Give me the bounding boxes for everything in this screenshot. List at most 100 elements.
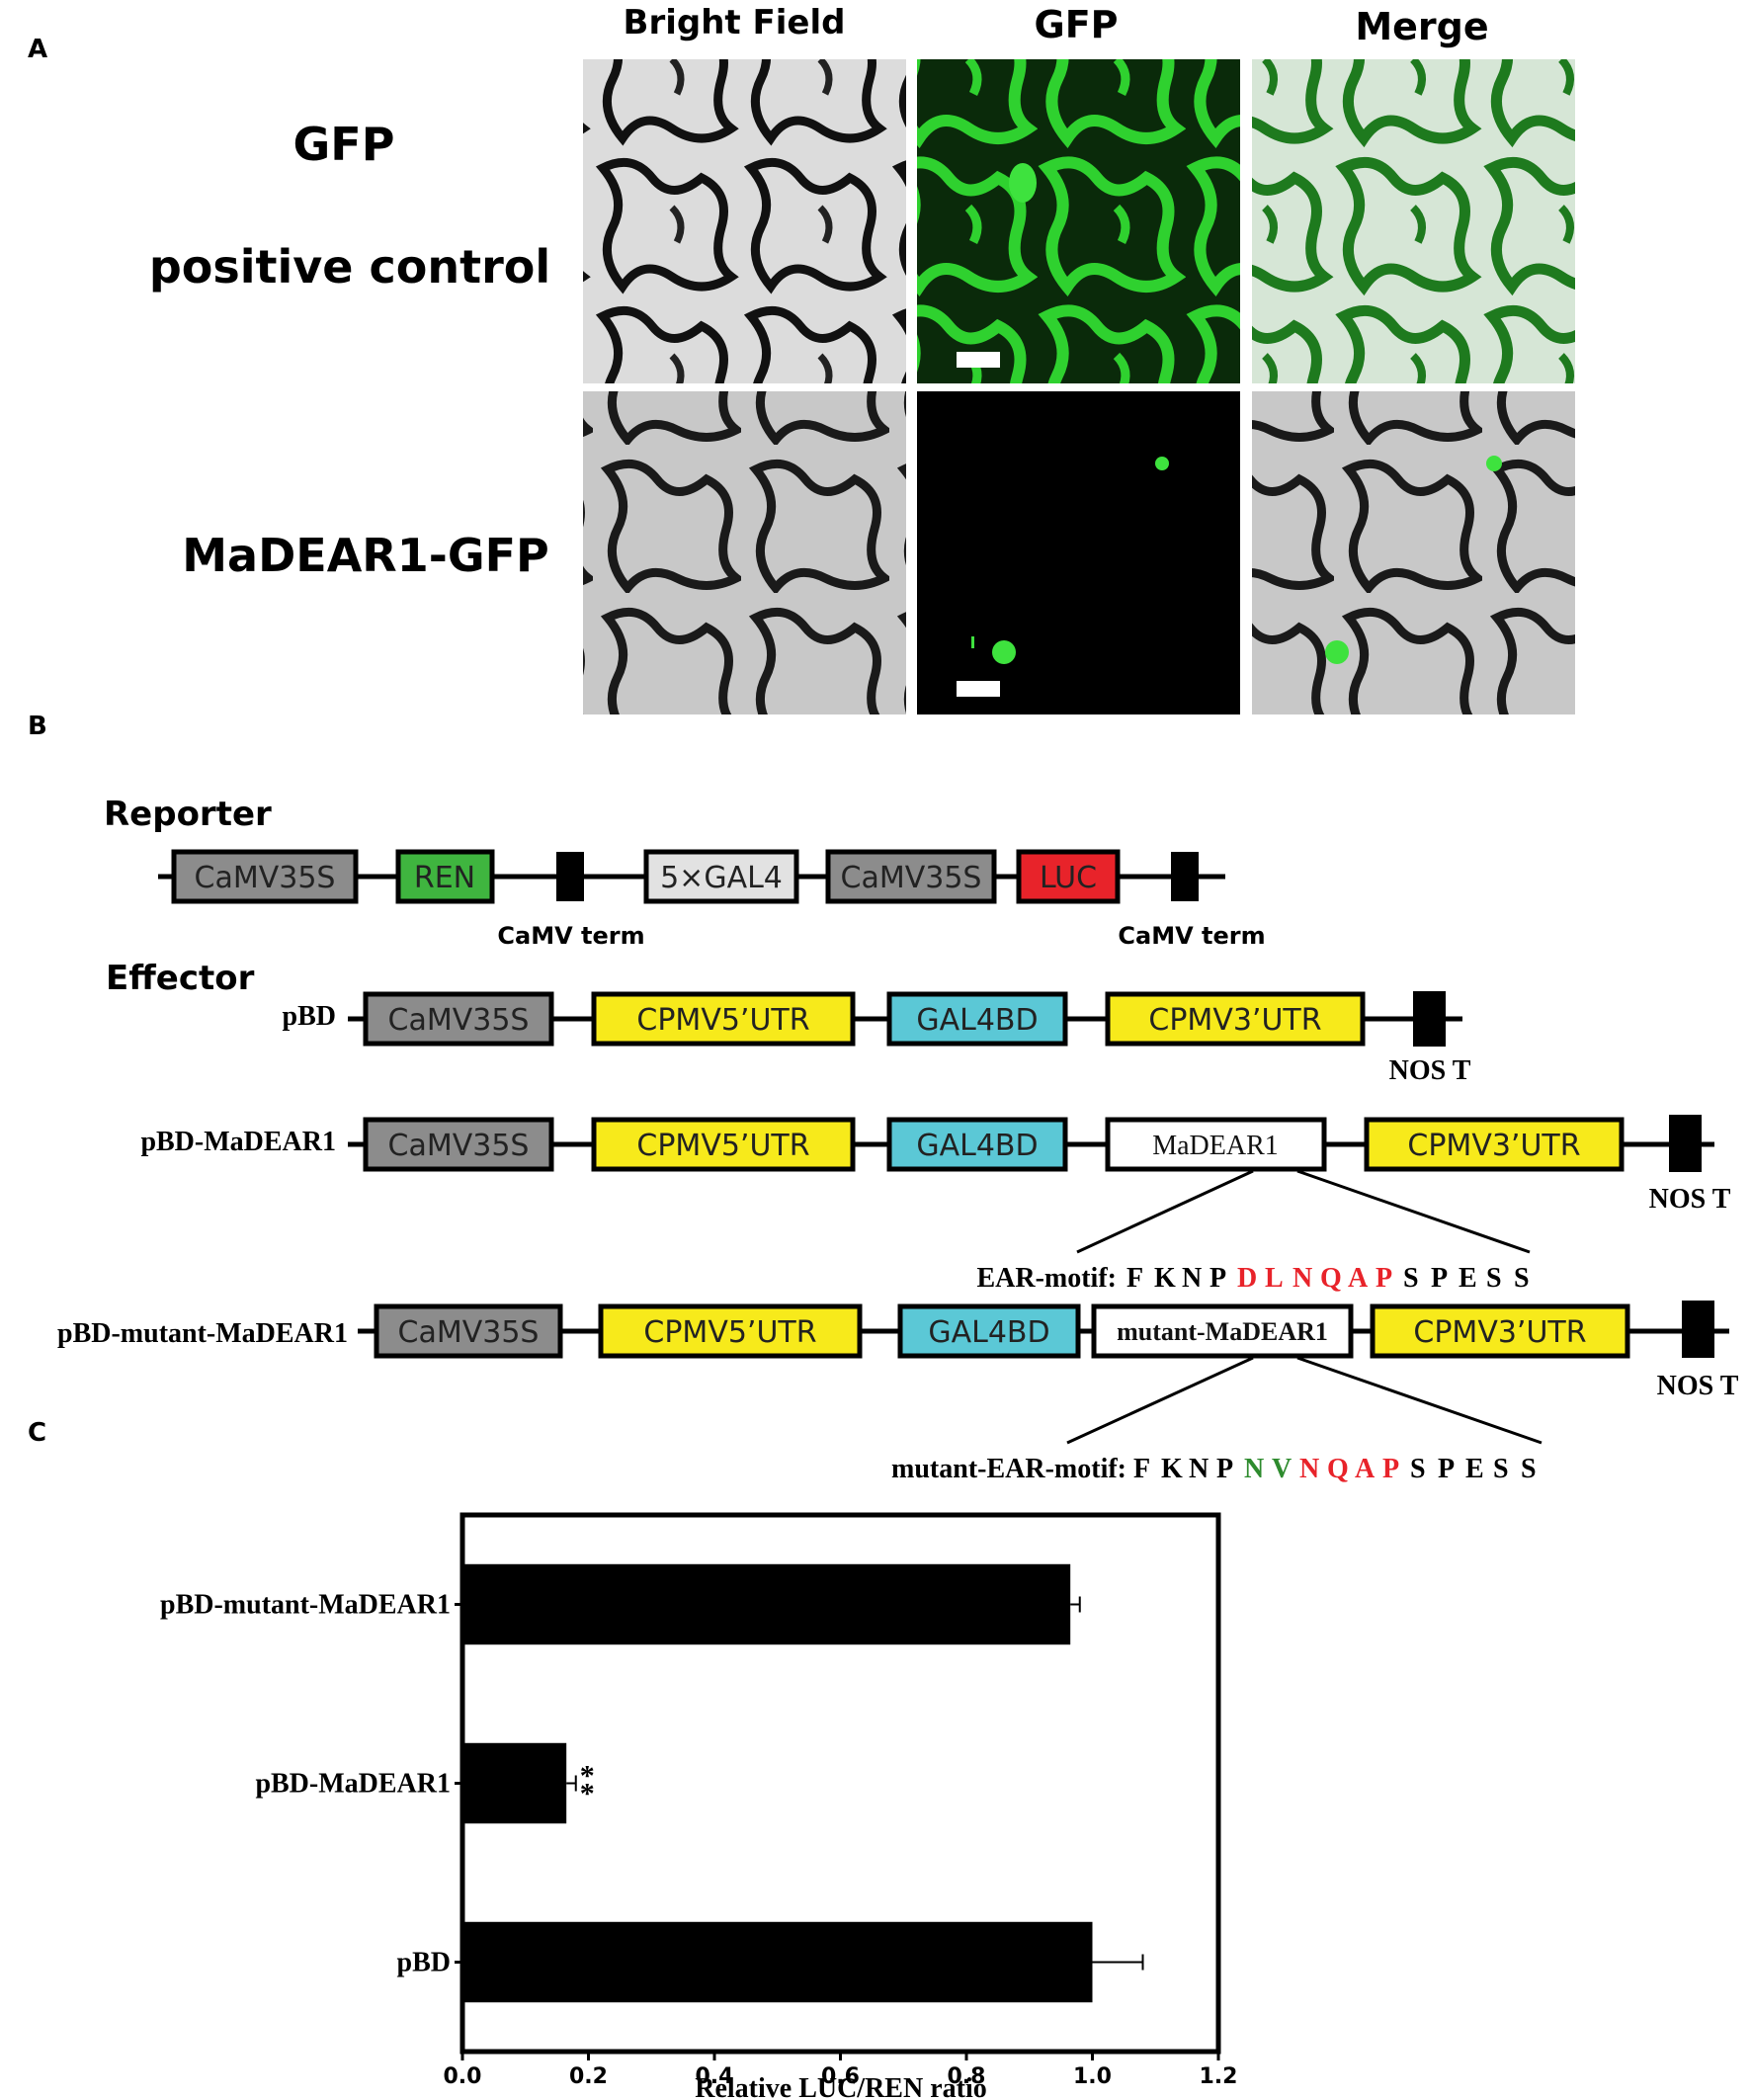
significance-marker: * <box>580 1760 595 1793</box>
svg-text:CaMV term: CaMV term <box>497 922 644 950</box>
y-tick-label: pBD-MaDEAR1 <box>255 1769 451 1800</box>
svg-text:CaMV35S: CaMV35S <box>398 1315 540 1350</box>
row-label-madear1-gfp: MaDEAR1-GFP <box>182 529 548 582</box>
micrograph-madear1-merge <box>1252 391 1575 714</box>
svg-text:pBD-mutant-MaDEAR1: pBD-mutant-MaDEAR1 <box>57 1318 348 1349</box>
svg-text:CaMV35S: CaMV35S <box>388 1003 530 1038</box>
svg-text:NOS T: NOS T <box>1649 1184 1731 1215</box>
svg-text:mutant-MaDEAR1: mutant-MaDEAR1 <box>1117 1317 1328 1346</box>
svg-text:CPMV3’UTR: CPMV3’UTR <box>1148 1003 1321 1038</box>
motif-residue: P <box>1438 1454 1455 1484</box>
svg-text:NOS T: NOS T <box>1657 1371 1739 1401</box>
bar <box>462 1742 567 1824</box>
motif-residue: P <box>1209 1263 1226 1294</box>
motif-residue: P <box>1382 1454 1399 1484</box>
svg-text:EAR-motif:: EAR-motif: <box>976 1263 1117 1294</box>
x-axis-title: Relative LUC/REN ratio <box>695 2073 987 2100</box>
svg-text:CPMV5’UTR: CPMV5’UTR <box>643 1315 816 1350</box>
micrograph-control-merge <box>1252 59 1575 383</box>
motif-residue: Q <box>1320 1263 1342 1294</box>
svg-text:REN: REN <box>414 861 475 895</box>
reporter-construct: CaMV35S REN 5×GAL4 CaMV35S LUC CaMV term… <box>158 849 1266 950</box>
motif-residue: S <box>1521 1454 1537 1484</box>
x-tick-label: 0.4 <box>696 2064 734 2089</box>
svg-text:pBD-MaDEAR1: pBD-MaDEAR1 <box>140 1127 336 1157</box>
x-tick-label: 0.6 <box>821 2064 860 2089</box>
svg-text:pBD: pBD <box>283 1001 336 1032</box>
scale-bar <box>957 352 1000 368</box>
motif-residue: P <box>1216 1454 1233 1484</box>
motif-residue: A <box>1348 1263 1369 1294</box>
svg-text:CPMV5’UTR: CPMV5’UTR <box>636 1003 809 1038</box>
column-header-gfp: GFP <box>1035 3 1119 46</box>
svg-text:CaMV term: CaMV term <box>1118 922 1265 950</box>
panel-c-letter: C <box>28 1418 46 1448</box>
svg-text:CaMV35S: CaMV35S <box>195 861 336 895</box>
motif-residue: S <box>1493 1454 1509 1484</box>
panel-b-letter: B <box>28 712 47 741</box>
motif-residue: L <box>1265 1263 1284 1294</box>
construct-pbd-mutant-madear1: pBD-mutant-MaDEAR1 CaMV35S CPMV5’UTR GAL… <box>57 1301 1739 1445</box>
svg-text:CPMV5’UTR: CPMV5’UTR <box>636 1129 809 1163</box>
significance-marker: * <box>580 1778 595 1810</box>
motif-residue: N <box>1182 1263 1202 1294</box>
scale-bar <box>957 681 1000 697</box>
bar <box>462 1921 1093 2003</box>
column-header-merge: Merge <box>1355 5 1488 48</box>
y-tick-label: pBD <box>397 1948 451 1978</box>
micrograph-madear1-bright <box>583 391 906 714</box>
svg-text:LUC: LUC <box>1040 861 1097 895</box>
motif-residue: S <box>1403 1263 1419 1294</box>
motif-residue: K <box>1154 1263 1176 1294</box>
motif-residue: E <box>1459 1263 1477 1294</box>
svg-text:CPMV3’UTR: CPMV3’UTR <box>1413 1315 1586 1350</box>
motif-residue: P <box>1376 1263 1392 1294</box>
construct-pbd: pBD CaMV35S CPMV5’UTR GAL4BD CPMV3’UTR N… <box>283 991 1471 1086</box>
motif-residue: S <box>1410 1454 1426 1484</box>
bar <box>462 1563 1071 1645</box>
motif-residue: P <box>1431 1263 1448 1294</box>
svg-text:mutant-EAR-motif:: mutant-EAR-motif: <box>891 1454 1126 1484</box>
construct-pbd-madear1: pBD-MaDEAR1 CaMV35S CPMV5’UTR GAL4BD MaD… <box>140 1115 1731 1254</box>
motif-residue: V <box>1272 1454 1292 1484</box>
bar-chart: ** pBD-mutant-MaDEAR1 pBD-MaDEAR1 pBD 0.0 0… <box>160 1512 1238 2100</box>
motif-residue: N <box>1292 1263 1312 1294</box>
row-label-positive-control: positive control <box>149 240 550 294</box>
x-tick-label: 1.2 <box>1200 2064 1238 2089</box>
svg-text:CaMV35S: CaMV35S <box>841 861 982 895</box>
x-tick-label: 0.8 <box>948 2064 986 2089</box>
panel-a-letter: A <box>28 35 47 64</box>
motif-residue: N <box>1244 1454 1264 1484</box>
svg-text:CaMV35S: CaMV35S <box>388 1129 530 1163</box>
motif-residue: A <box>1355 1454 1376 1484</box>
micrograph-madear1-gfp <box>917 391 1240 714</box>
y-tick-label: pBD-mutant-MaDEAR1 <box>160 1590 451 1621</box>
motif-residue: K <box>1161 1454 1183 1484</box>
svg-text:NOS T: NOS T <box>1389 1055 1471 1086</box>
svg-text:GAL4BD: GAL4BD <box>928 1315 1049 1350</box>
x-tick-label: 1.0 <box>1073 2064 1112 2089</box>
x-tick-label: 0.0 <box>444 2064 482 2089</box>
motif-residue: Q <box>1327 1454 1349 1484</box>
svg-text:5×GAL4: 5×GAL4 <box>660 861 783 895</box>
svg-text:CPMV3’UTR: CPMV3’UTR <box>1407 1129 1580 1163</box>
motif-residue: F <box>1126 1263 1143 1294</box>
motif-residue: E <box>1465 1454 1484 1484</box>
effector-title: Effector <box>106 959 255 998</box>
motif-residue: N <box>1189 1454 1209 1484</box>
reporter-title: Reporter <box>104 795 272 834</box>
x-tick-label: 0.2 <box>569 2064 608 2089</box>
motif-residue: S <box>1514 1263 1530 1294</box>
column-header-bright-field: Bright Field <box>624 3 846 42</box>
micrograph-control-bright <box>583 59 906 383</box>
svg-text:GAL4BD: GAL4BD <box>916 1129 1038 1163</box>
motif-residue: S <box>1486 1263 1502 1294</box>
motif-residue: D <box>1237 1263 1257 1294</box>
svg-text:MaDEAR1: MaDEAR1 <box>1152 1131 1279 1161</box>
micrograph-control-gfp <box>917 59 1240 383</box>
row-label-gfp: GFP <box>293 118 395 171</box>
svg-text:GAL4BD: GAL4BD <box>916 1003 1038 1038</box>
